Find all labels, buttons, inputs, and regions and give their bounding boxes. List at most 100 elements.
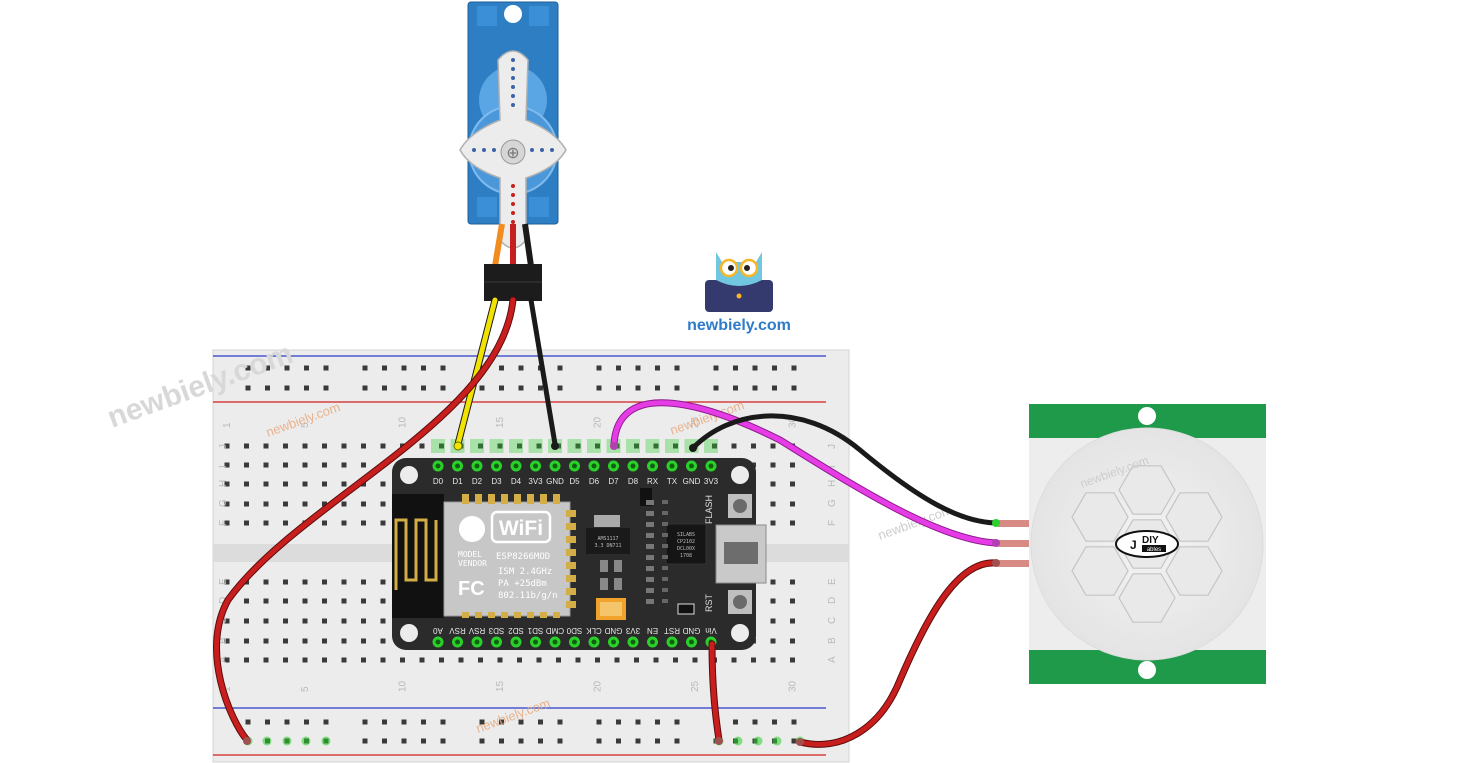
module-line: PA +25dBm: [498, 579, 547, 589]
rail-hole: [518, 365, 524, 371]
breadboard-hole: [283, 579, 288, 585]
horn-hole: [472, 148, 476, 152]
header-pin-center: [494, 639, 499, 645]
breadboard-hole: [790, 501, 795, 507]
rail-hole: [713, 385, 719, 391]
header-pin-center: [611, 463, 616, 469]
header-pin-center: [572, 463, 577, 469]
breadboard-hole: [224, 638, 230, 644]
rail-hole: [499, 385, 504, 391]
horn-hole: [492, 148, 496, 152]
rail-hole: [265, 385, 270, 391]
top-pin-label: D0: [433, 477, 444, 486]
breadboard-hole: [361, 618, 366, 624]
flash-button-cap[interactable]: [733, 499, 747, 513]
rail-hole: [401, 719, 407, 725]
rail-hole: [245, 719, 251, 725]
wire-end: [796, 738, 804, 746]
rail-hole: [362, 385, 368, 391]
breadboard-hole: [224, 618, 230, 624]
rail-hole: [674, 719, 680, 725]
breadboard-hole: [790, 657, 795, 663]
esp8266-board: WiFi MODEL VENDOR ESP8266MOD ISM 2.4GHz …: [243, 439, 805, 746]
module-pad: [462, 612, 469, 618]
column-number: 5: [300, 686, 311, 692]
breadboard-hole: [439, 443, 444, 449]
rail-hole: [596, 365, 602, 371]
top-pin-label: 3V3: [704, 477, 719, 486]
breadboard-hole: [263, 618, 269, 624]
rst-button-cap[interactable]: [733, 595, 747, 609]
bottom-pin-label: SD3: [488, 626, 504, 635]
breadboard-hole: [244, 657, 249, 663]
smd-resistor: [646, 500, 654, 505]
top-pin-label: D7: [608, 477, 619, 486]
smd-resistor: [646, 588, 654, 593]
module-pad: [462, 494, 469, 504]
breadboard-hole: [283, 520, 288, 526]
horn-hole: [511, 76, 515, 80]
wire-end: [689, 444, 697, 452]
breadboard-hole: [712, 443, 717, 449]
rail-hole: [421, 719, 426, 725]
breadboard-hole: [263, 443, 269, 449]
rail-hole: [382, 385, 387, 391]
module-pad: [566, 575, 576, 582]
wire-end: [992, 559, 1000, 567]
breadboard-hole: [497, 443, 503, 449]
breadboard-hole: [263, 462, 269, 468]
servo-horn-screw: [500, 139, 526, 165]
column-number: 1: [222, 686, 233, 692]
top-pin-label: D1: [452, 477, 463, 486]
breadboard-hole: [263, 520, 269, 526]
owl-icon: [716, 252, 762, 286]
rail-hole: [401, 385, 407, 391]
rail-hole: [616, 738, 621, 744]
row-letter: G: [827, 499, 838, 507]
smd-switch: [677, 603, 695, 615]
breadboard-hole: [302, 443, 308, 449]
module-pad: [566, 588, 576, 595]
breadboard-hole: [341, 618, 347, 624]
breadboard-hole: [263, 657, 269, 663]
rail-hole: [499, 719, 504, 725]
column-number: 20: [593, 680, 604, 692]
horn-hole: [511, 184, 515, 188]
mount-hole: [400, 466, 418, 484]
module-pad: [488, 494, 495, 504]
breadboard-hole: [283, 462, 288, 468]
rail-hole: [752, 719, 758, 725]
wire-end: [551, 442, 559, 450]
header-pin-center: [650, 639, 655, 645]
smd-resistor: [646, 511, 654, 516]
breadboard-hole: [361, 598, 366, 604]
breadboard-hole: [244, 462, 249, 468]
header-pin-center: [552, 463, 558, 469]
usb-chip-text: CP2102: [677, 539, 695, 545]
rail-hole: [674, 385, 680, 391]
breadboard-hole: [302, 579, 308, 585]
bottom-pin-label: EN: [647, 626, 658, 635]
smd-resistor: [646, 566, 654, 571]
breadboard-hole: [517, 657, 522, 663]
breadboard-hole: [478, 657, 483, 663]
capacitor-top: [600, 602, 622, 616]
smd-components: [646, 500, 668, 604]
module-pad: [475, 494, 482, 504]
top-pin-label: GND: [546, 477, 564, 486]
breadboard-hole: [322, 579, 327, 585]
wires: [213, 296, 1000, 748]
row-letter: I: [218, 465, 229, 468]
bottom-pin-label: SD0: [566, 626, 582, 635]
header-pin-center: [533, 639, 538, 645]
pir-sensor: J DIY ables: [998, 404, 1266, 684]
rail-hole: [304, 719, 309, 725]
breadboard-hole: [341, 501, 347, 507]
wire-end: [610, 442, 618, 450]
header-pin-center: [455, 639, 460, 645]
breadboard-hole: [380, 638, 386, 644]
rail-hole: [479, 719, 485, 725]
breadboard-hole: [770, 657, 776, 663]
usb-uart-chip: [665, 523, 707, 565]
